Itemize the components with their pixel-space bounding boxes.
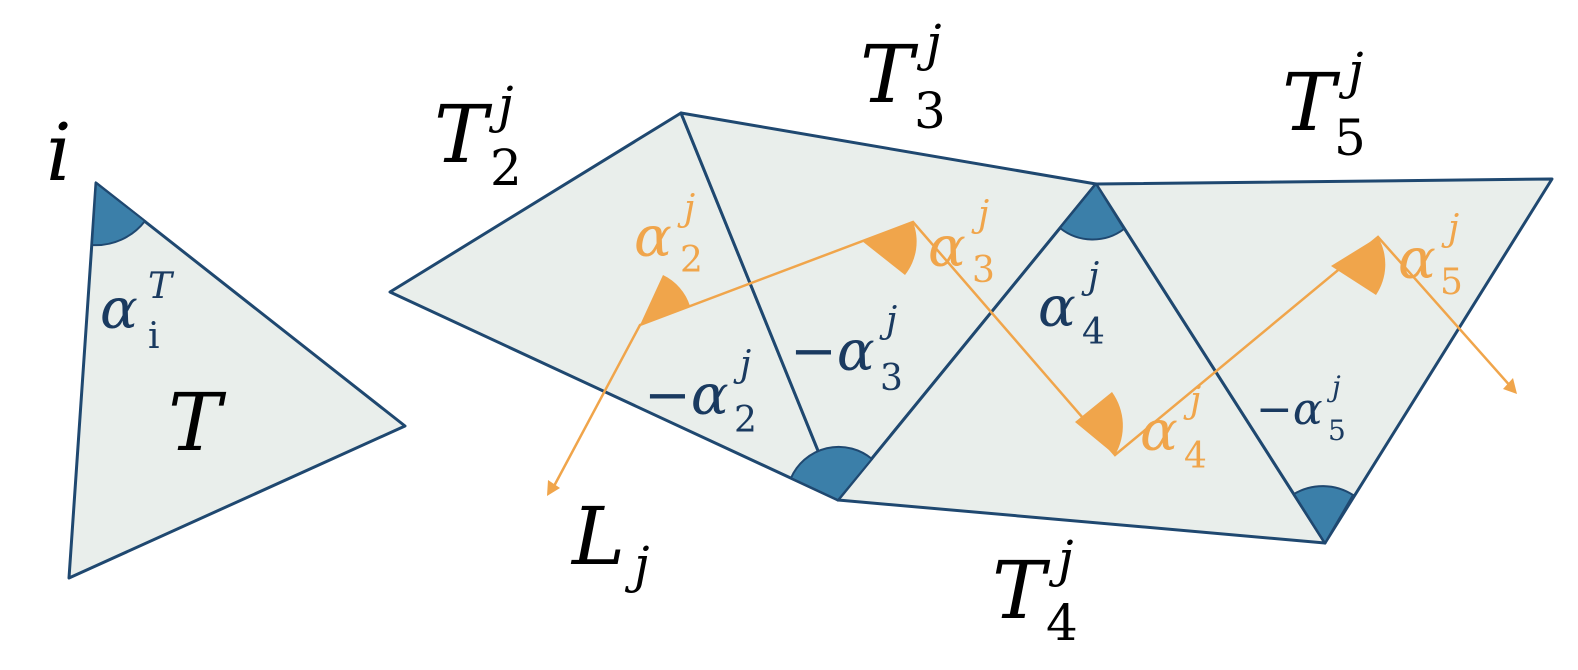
svg-text:2: 2 <box>490 139 522 197</box>
svg-text:α: α <box>928 215 966 280</box>
path-arrowhead-end <box>1503 378 1517 394</box>
svg-text:j: j <box>1338 42 1364 100</box>
svg-text:j: j <box>916 14 942 72</box>
label-vertex-i: i <box>46 106 72 199</box>
label-alpha4-navy: α j 4 <box>1038 256 1105 353</box>
angle-wedge-alpha3 <box>862 222 917 275</box>
svg-text:j: j <box>1048 530 1074 588</box>
vertex-wedge-bottom-center <box>789 445 874 502</box>
svg-text:5: 5 <box>1440 262 1463 303</box>
svg-text:−α: −α <box>790 319 875 384</box>
svg-text:T: T <box>1282 56 1341 149</box>
svg-text:i: i <box>148 316 160 357</box>
label-T2j: T j 2 <box>434 76 522 197</box>
svg-text:T: T <box>434 88 493 181</box>
vertex-wedge-top-center <box>1058 182 1126 241</box>
svg-text:5: 5 <box>1334 109 1366 167</box>
triangle-T5j <box>1094 177 1554 545</box>
svg-text:T: T <box>992 544 1051 637</box>
label-T5j: T j 5 <box>1282 42 1366 167</box>
svg-text:T: T <box>860 28 919 121</box>
svg-text:L: L <box>570 490 625 583</box>
svg-text:T: T <box>148 266 175 307</box>
svg-text:5: 5 <box>1328 414 1346 447</box>
path-Lj <box>551 220 1513 489</box>
angle-wedge-alpha2 <box>640 275 690 325</box>
angle-wedge-alpha5 <box>1331 237 1386 295</box>
svg-text:3: 3 <box>972 250 995 291</box>
label-Lj: L j <box>570 490 650 594</box>
label-T3j: T j 3 <box>860 14 946 140</box>
svg-text:3: 3 <box>914 82 946 140</box>
angle-wedge-alpha4 <box>1075 392 1123 455</box>
vertex-wedge-bottom-right <box>1292 485 1355 545</box>
triangle-T <box>67 181 407 580</box>
svg-text:j: j <box>624 536 650 594</box>
svg-text:4: 4 <box>1082 312 1105 353</box>
svg-text:3: 3 <box>880 358 903 399</box>
svg-text:2: 2 <box>734 400 757 441</box>
svg-text:α: α <box>100 277 138 342</box>
svg-text:2: 2 <box>680 240 703 281</box>
path-arrowhead-start <box>547 480 560 496</box>
angle-wedge-alpha-i-T <box>90 181 147 247</box>
svg-text:−α: −α <box>644 363 729 428</box>
svg-text:α: α <box>634 205 672 270</box>
label-T4j: T j 4 <box>992 530 1078 652</box>
svg-text:α: α <box>1140 399 1178 464</box>
svg-text:4: 4 <box>1046 594 1078 652</box>
svg-text:α: α <box>1398 227 1436 292</box>
svg-text:α: α <box>1038 275 1076 340</box>
svg-text:4: 4 <box>1184 436 1207 477</box>
svg-text:j: j <box>488 76 514 134</box>
label-alpha-i-T: α T i <box>100 266 175 357</box>
svg-text:−α: −α <box>1256 384 1323 435</box>
label-triangle-T: T <box>168 376 227 469</box>
